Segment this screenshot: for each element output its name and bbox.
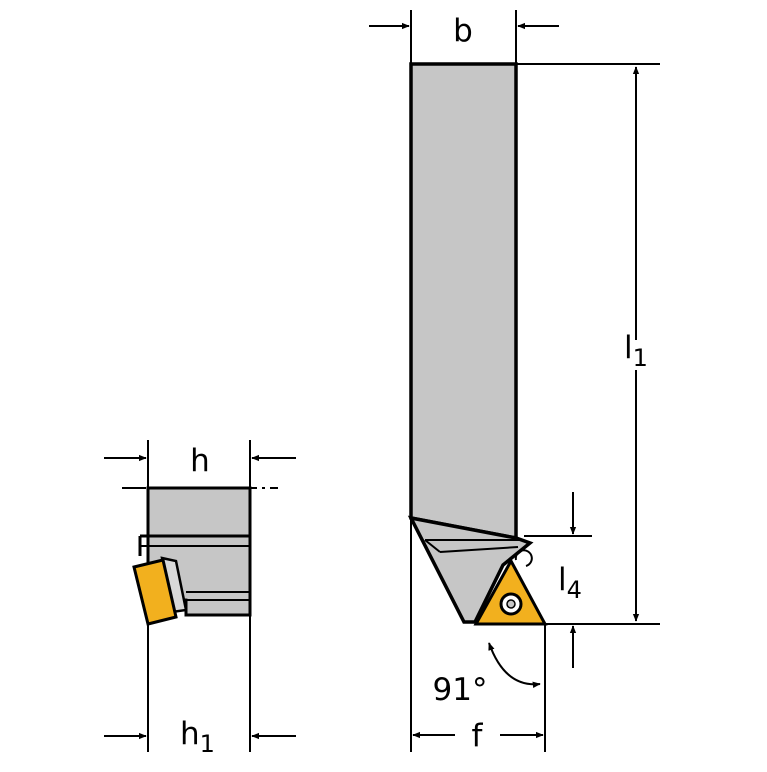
top-shank [409, 62, 518, 541]
h1-label: h1 [180, 716, 215, 758]
l1-label: l1 [624, 330, 648, 372]
triangle-insert [473, 557, 548, 626]
angle-label: 91° [433, 672, 488, 708]
f-label: f [472, 718, 484, 754]
side-view: h h1 [104, 440, 296, 758]
l1-label-sub: 1 [633, 344, 648, 372]
side-insert [132, 558, 178, 626]
l4-label: l4 [558, 562, 582, 604]
l4-label-main: l [558, 562, 567, 598]
top-view: b l1 l4 91° f [369, 10, 660, 754]
angle-arc [488, 642, 541, 688]
head-edge-line [439, 546, 519, 553]
top-head [407, 515, 534, 624]
b-label: b [453, 13, 473, 49]
h1-label-main: h [180, 716, 200, 752]
insert-screw-icon [506, 599, 516, 609]
h1-label-sub: 1 [200, 730, 215, 758]
l4-label-sub: 4 [567, 576, 582, 604]
h-label: h [190, 443, 210, 479]
clamp-icon [514, 549, 533, 567]
l1-label-main: l [624, 330, 633, 366]
head-edge-line [424, 539, 441, 553]
